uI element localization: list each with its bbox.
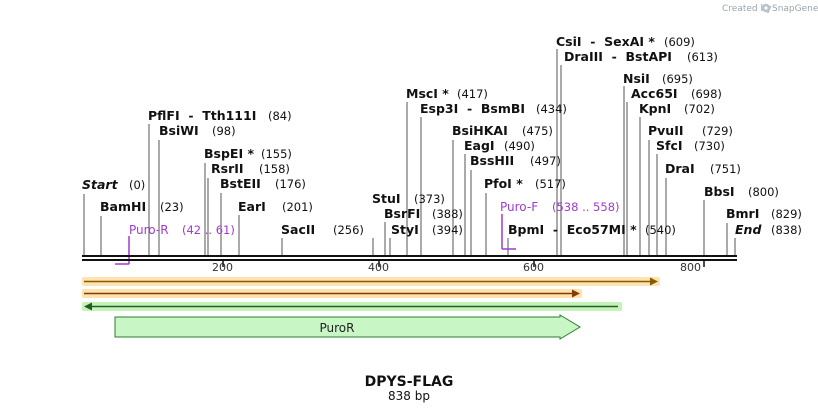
site-label-bsteii: BstEII [220, 176, 261, 191]
credit-brand: SnapGene [772, 4, 818, 14]
site-position: (800) [748, 185, 779, 199]
site-label-bpmi-eco57mi: BpmI - Eco57MI * [508, 222, 637, 237]
enzyme-site-labels: Start (0) BamHI (23) PflFI - Tth111I (84… [82, 34, 802, 237]
site-position: (176) [275, 177, 306, 191]
site-position: (155) [261, 147, 292, 161]
site-position: (434) [536, 102, 567, 116]
orf-arrow-reverse [82, 302, 622, 311]
site-position: (256) [333, 223, 364, 237]
feature-puror[interactable]: PuroR [114, 314, 581, 340]
primer-puro-f: Puro-F (538 .. 558) [500, 200, 620, 250]
site-label-end: End [735, 222, 762, 237]
site-position: (702) [684, 102, 715, 116]
site-position: (829) [771, 207, 802, 221]
site-position: (201) [282, 200, 313, 214]
primer-puro-r: Puro-R (42 .. 61) [115, 223, 235, 265]
site-label-rsrii: RsrII [211, 161, 244, 176]
site-position: (23) [160, 200, 184, 214]
site-position: (751) [710, 162, 741, 176]
site-label-pvuii: PvuII [648, 123, 684, 138]
site-label-sacii: SacII [281, 222, 315, 237]
site-position: (517) [535, 177, 566, 191]
site-position: (729) [702, 124, 733, 138]
primer-range: (42 .. 61) [182, 223, 235, 237]
site-position: (158) [259, 162, 290, 176]
site-position: (497) [530, 154, 561, 168]
snapgene-logo-icon [761, 3, 771, 13]
site-label-drai: DraI [665, 161, 695, 176]
orf-arrow-forward-2 [82, 289, 582, 298]
feature-label: PuroR [320, 321, 355, 335]
primer-label: Puro-R [129, 223, 169, 237]
tick-label: 800 [680, 261, 701, 274]
site-label-styi: StyI [391, 222, 419, 237]
site-position: (540) [645, 223, 676, 237]
primer-range: (538 .. 558) [552, 200, 620, 214]
credit-prefix: Created by [722, 4, 772, 14]
site-label-pfoi: PfoI * [484, 176, 523, 191]
orf-arrow-forward-1 [82, 277, 660, 286]
site-label-kpni: KpnI [639, 101, 671, 116]
tick-label: 400 [368, 261, 389, 274]
site-label-bmri: BmrI [726, 206, 759, 221]
site-position: (609) [664, 35, 695, 49]
site-position: (475) [522, 124, 553, 138]
tick-label: 200 [212, 261, 233, 274]
dna-backbone [82, 255, 737, 267]
map-title: DPYS-FLAG [365, 374, 454, 390]
site-label-acc65i: Acc65I [631, 86, 678, 101]
site-label-esp3i-bsmbi: Esp3I - BsmBI [420, 101, 525, 116]
site-label-bamhi: BamHI [100, 199, 146, 214]
site-label-msci: MscI * [406, 86, 449, 101]
site-position: (417) [457, 87, 488, 101]
site-position: (388) [432, 207, 463, 221]
site-label-bbsi: BbsI [704, 184, 735, 199]
site-position: (373) [414, 192, 445, 206]
site-position: (730) [694, 139, 725, 153]
site-position: (0) [129, 178, 145, 192]
primer-label: Puro-F [500, 200, 538, 214]
site-label-bspei: BspEI * [204, 146, 254, 161]
map-length: 838 bp [388, 389, 430, 403]
site-label-bsrfi: BsrFI [384, 206, 420, 221]
site-label-bsshii: BssHII [470, 153, 514, 168]
site-position: (695) [662, 72, 693, 86]
site-position: (490) [504, 139, 535, 153]
site-label-sfci: SfcI [656, 138, 683, 153]
site-label-bsihkai: BsiHKAI [452, 123, 508, 138]
site-position: (394) [432, 223, 463, 237]
site-label-eagi: EagI [464, 138, 495, 153]
site-position: (84) [268, 109, 292, 123]
site-label-draiii-bstapi: DraIII - BstAPI [564, 49, 672, 64]
site-label-pflfi-tth111i: PflFI - Tth111I [148, 108, 256, 123]
ruler-ticks: 200 400 600 800 [212, 261, 701, 274]
site-position: (613) [687, 50, 718, 64]
site-label-csii-sexai: CsiI - SexAI * [556, 34, 655, 49]
site-label-stui: StuI [372, 191, 401, 206]
site-position: (98) [212, 124, 236, 138]
site-position: (838) [771, 223, 802, 237]
site-leader-lines [83, 49, 736, 255]
site-position: (698) [691, 87, 722, 101]
site-label-bsiwi: BsiWI [159, 123, 199, 138]
site-label-nsii: NsiI [623, 71, 650, 86]
tick-label: 600 [523, 261, 544, 274]
site-label-eari: EarI [238, 199, 266, 214]
site-label-start: Start [82, 177, 119, 192]
